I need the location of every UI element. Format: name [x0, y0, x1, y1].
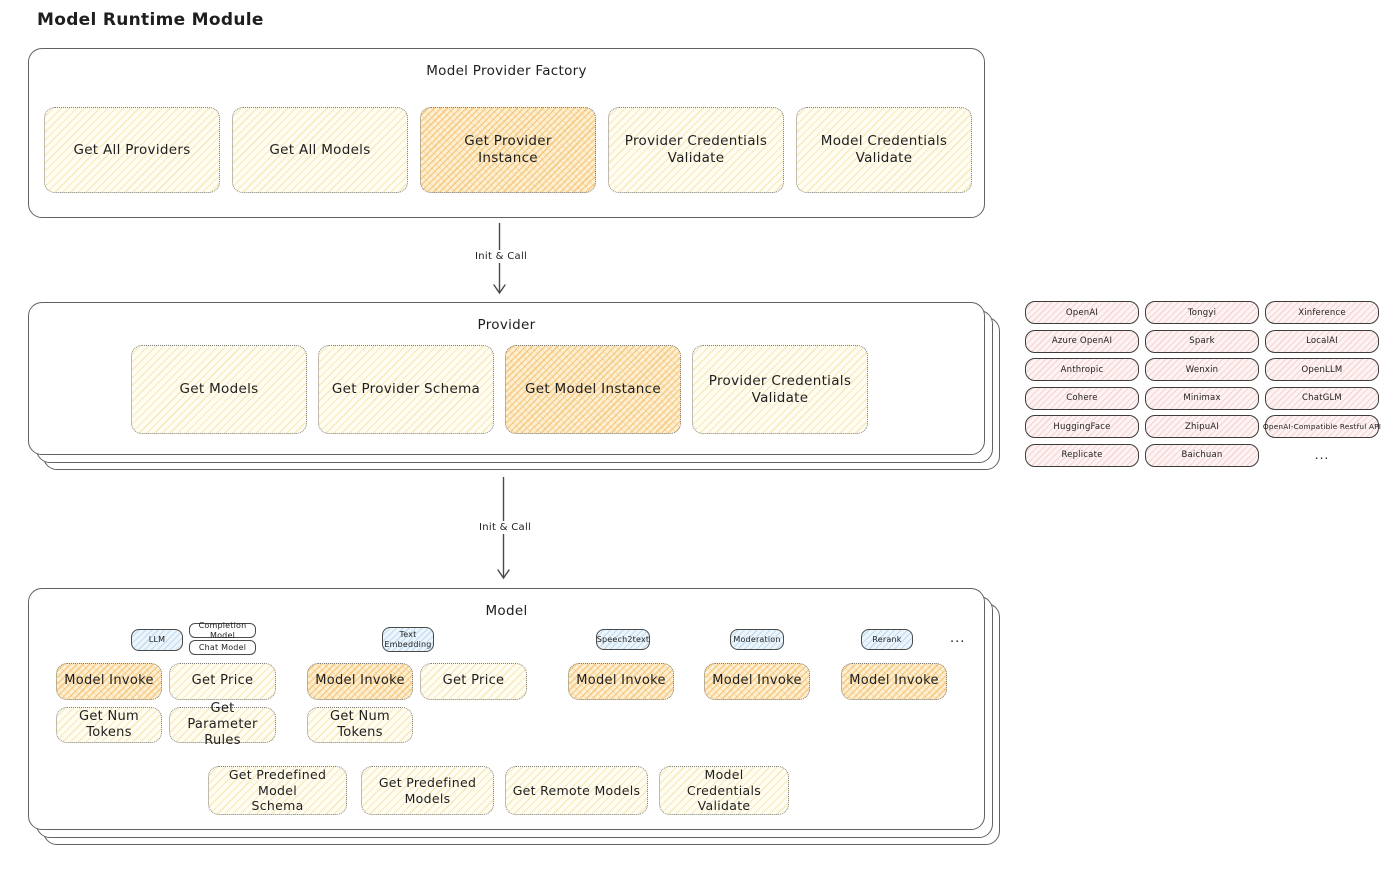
node-provider-credentials-validate: Provider Credentials Validate	[608, 107, 784, 193]
node-get-predefined-model-schema: Get Predefined Model Schema	[208, 766, 347, 815]
type-more-ellipsis: ...	[950, 631, 966, 646]
provider-frame-stack: Provider Get Models Get Provider Schema …	[28, 302, 1000, 470]
node-get-price-llm: Get Price	[169, 663, 276, 700]
node-get-price-embedding: Get Price	[420, 663, 527, 700]
provider-openai-compatible: OpenAI-Compatible Restful API	[1263, 415, 1381, 438]
node-get-provider-instance: Get Provider Instance	[420, 107, 596, 193]
provider-localai: LocalAI	[1265, 329, 1379, 353]
provider-tongyi: Tongyi	[1145, 301, 1259, 324]
init-call-label-1: Init & Call	[470, 250, 533, 263]
provider-replicate: Replicate	[1025, 443, 1139, 467]
node-model-invoke-embedding: Model Invoke	[307, 663, 413, 700]
type-badge-moderation: Moderation	[730, 629, 784, 650]
node-get-remote-models: Get Remote Models	[505, 766, 648, 815]
init-call-label-2: Init & Call	[474, 521, 537, 534]
node-model-invoke-llm: Model Invoke	[56, 663, 162, 700]
model-provider-factory-frame: Model Provider Factory Get All Providers…	[28, 48, 985, 218]
provider-more-ellipsis: ...	[1314, 448, 1330, 462]
node-get-all-models: Get All Models	[232, 107, 408, 193]
provider-azure-openai: Azure OpenAI	[1025, 329, 1139, 353]
node-provider-credentials-validate-2: Provider Credentials Validate	[692, 345, 868, 434]
provider-zhipuai: ZhipuAI	[1145, 415, 1259, 438]
provider-spark: Spark	[1145, 329, 1259, 353]
node-get-all-providers: Get All Providers	[44, 107, 220, 193]
provider-minimax: Minimax	[1145, 386, 1259, 410]
node-model-invoke-moderation: Model Invoke	[704, 663, 810, 700]
model-frame: Model LLM Completion Model Chat Model Te…	[28, 588, 985, 830]
provider-wenxin: Wenxin	[1145, 358, 1259, 381]
provider-baichuan: Baichuan	[1145, 443, 1259, 467]
node-get-model-instance: Get Model Instance	[505, 345, 681, 434]
node-get-parameter-rules: Get Parameter Rules	[169, 701, 276, 748]
node-get-provider-schema: Get Provider Schema	[318, 345, 494, 434]
diagram-title: Model Runtime Module	[37, 10, 264, 30]
type-badge-rerank: Rerank	[861, 629, 913, 650]
node-model-invoke-speech2text: Model Invoke	[568, 663, 674, 700]
provider-xinference: Xinference	[1265, 301, 1379, 324]
node-model-invoke-rerank: Model Invoke	[841, 663, 947, 700]
node-get-num-tokens-embedding: Get Num Tokens	[307, 707, 413, 743]
type-badge-speech2text: Speech2text	[596, 629, 650, 650]
node-model-credentials-validate-2: Model Credentials Validate	[659, 766, 789, 815]
model-frame-stack: Model LLM Completion Model Chat Model Te…	[28, 588, 1000, 845]
node-get-num-tokens-llm: Get Num Tokens	[56, 707, 162, 743]
type-badge-text-embedding: Text Embedding	[382, 627, 434, 652]
provider-huggingface: HuggingFace	[1025, 415, 1139, 438]
type-badge-llm: LLM	[131, 629, 183, 651]
provider-chatglm: ChatGLM	[1265, 386, 1379, 410]
type-badge-chat-model: Chat Model	[189, 640, 256, 655]
factory-title: Model Provider Factory	[426, 63, 587, 79]
node-model-credentials-validate: Model Credentials Validate	[796, 107, 972, 193]
type-badge-completion-model: Completion Model	[189, 621, 256, 640]
provider-frame: Provider Get Models Get Provider Schema …	[28, 302, 985, 455]
node-get-predefined-models: Get Predefined Models	[361, 766, 494, 815]
model-title: Model	[485, 603, 528, 619]
provider-openllm: OpenLLM	[1265, 358, 1379, 381]
provider-cohere: Cohere	[1025, 386, 1139, 410]
provider-title: Provider	[477, 317, 536, 333]
node-get-models: Get Models	[131, 345, 307, 434]
provider-openai: OpenAI	[1025, 301, 1139, 324]
provider-anthropic: Anthropic	[1025, 358, 1139, 381]
provider-list-grid: OpenAI Tongyi Xinference Azure OpenAI Sp…	[1025, 301, 1381, 467]
